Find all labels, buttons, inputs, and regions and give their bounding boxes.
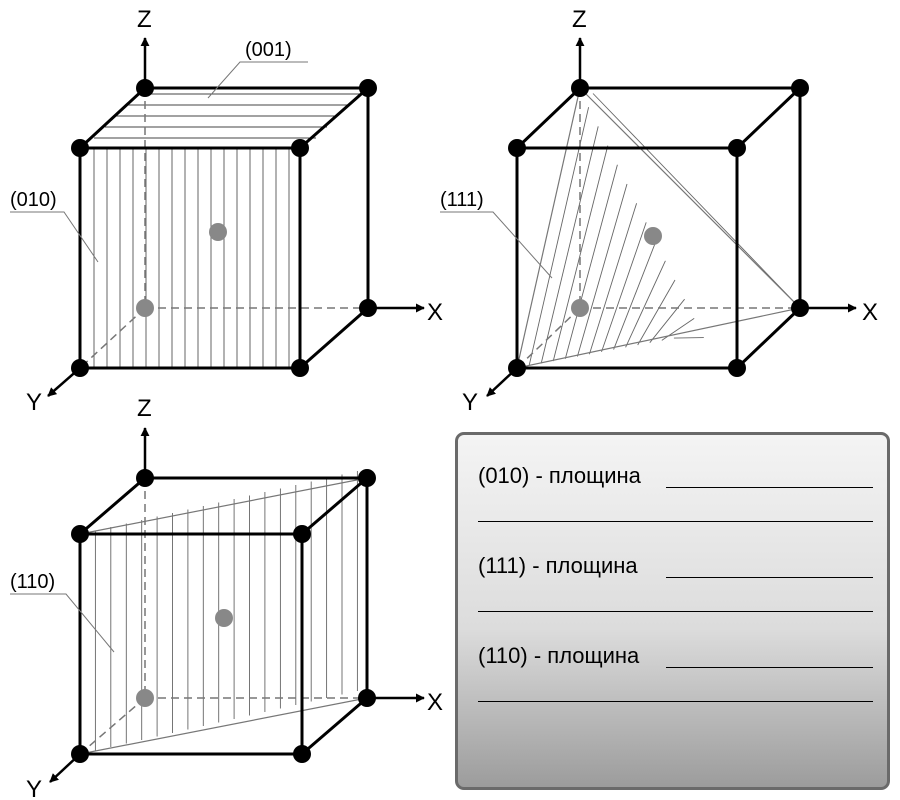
- cube-2: Z X Y (111): [440, 6, 878, 416]
- label-110-leader: [10, 593, 115, 653]
- corner-atom: [358, 689, 376, 707]
- label-001-leader: [207, 61, 308, 99]
- answer-label-110: (110) - площина: [478, 643, 640, 668]
- hidden-corner-atom: [136, 689, 154, 707]
- corner-atom: [136, 79, 154, 97]
- corner-atom: [291, 139, 309, 157]
- body-center-atom: [215, 609, 233, 627]
- y-axis-label: Y: [462, 389, 478, 416]
- x-axis-label: X: [427, 689, 443, 716]
- plane-110-label: (110): [10, 571, 55, 593]
- corner-atom: [508, 359, 526, 377]
- cube-1-labels: (001) (010): [10, 39, 308, 263]
- answer-extra-line[interactable]: [478, 521, 873, 522]
- cube-1-hidden-edges: [79, 88, 368, 369]
- answer-row-110: (110) - площина: [478, 643, 873, 673]
- corner-atom: [359, 79, 377, 97]
- corner-atom: [358, 469, 376, 487]
- corner-atom: [728, 359, 746, 377]
- y-axis-label: Y: [26, 776, 42, 800]
- x-axis-label: X: [427, 299, 443, 326]
- answer-panel: (010) - площина (111) - площина (110) - …: [455, 432, 890, 790]
- corner-atom: [71, 139, 89, 157]
- cube-3-atoms: [71, 469, 376, 763]
- answer-extra-line[interactable]: [478, 611, 873, 612]
- x-axis-label: X: [862, 299, 878, 326]
- cube-3-hidden-edges: [79, 478, 367, 755]
- answer-row-111: (111) - площина: [478, 553, 873, 583]
- cube-1: Z X Y (001) (010): [10, 6, 443, 416]
- answer-blank-line[interactable]: [666, 487, 873, 488]
- corner-atom: [508, 139, 526, 157]
- label-111-leader: [440, 211, 553, 279]
- label-010-leader: [10, 211, 99, 263]
- corner-atom: [71, 745, 89, 763]
- corner-atom: [571, 79, 589, 97]
- corner-atom: [136, 469, 154, 487]
- answer-blank-line[interactable]: [666, 577, 873, 578]
- z-axis-label: Z: [137, 6, 152, 33]
- plane-010-hatch: [93, 148, 290, 368]
- plane-111-label: (111): [440, 189, 484, 211]
- answer-extra-line[interactable]: [478, 701, 873, 702]
- corner-atom: [293, 525, 311, 543]
- answer-label-111: (111) - площина: [478, 553, 638, 578]
- corner-atom: [71, 359, 89, 377]
- answer-row-010: (010) - площина: [478, 463, 873, 493]
- plane-010-label: (010): [10, 189, 57, 211]
- corner-atom: [791, 79, 809, 97]
- z-axis-label: Z: [572, 6, 587, 33]
- cube-2-atoms: [508, 79, 809, 377]
- cube-2-hidden-edges: [516, 88, 800, 369]
- y-axis-label: Y: [26, 389, 42, 416]
- cube-1-atoms: [71, 79, 377, 377]
- body-center-atom: [644, 227, 662, 245]
- plane-111-hatch: [528, 93, 801, 366]
- answer-blank-line[interactable]: [666, 667, 873, 668]
- cube-2-edges: [515, 86, 802, 370]
- hidden-corner-atom: [136, 299, 154, 317]
- corner-atom: [293, 745, 311, 763]
- corner-atom: [728, 139, 746, 157]
- plane-110-hatch: [94, 471, 358, 751]
- plane-111-outline: [516, 86, 802, 369]
- corner-atom: [791, 299, 809, 317]
- z-axis-label: Z: [137, 395, 152, 422]
- answer-label-010: (010) - площина: [478, 463, 641, 488]
- corner-atom: [359, 299, 377, 317]
- hidden-corner-atom: [571, 299, 589, 317]
- corner-atom: [71, 525, 89, 543]
- corner-atom: [291, 359, 309, 377]
- cube-3: Z X Y (110): [10, 395, 443, 800]
- body-center-atom: [209, 223, 227, 241]
- plane-001-label: (001): [245, 39, 292, 61]
- plane-001-hatch: [94, 93, 360, 139]
